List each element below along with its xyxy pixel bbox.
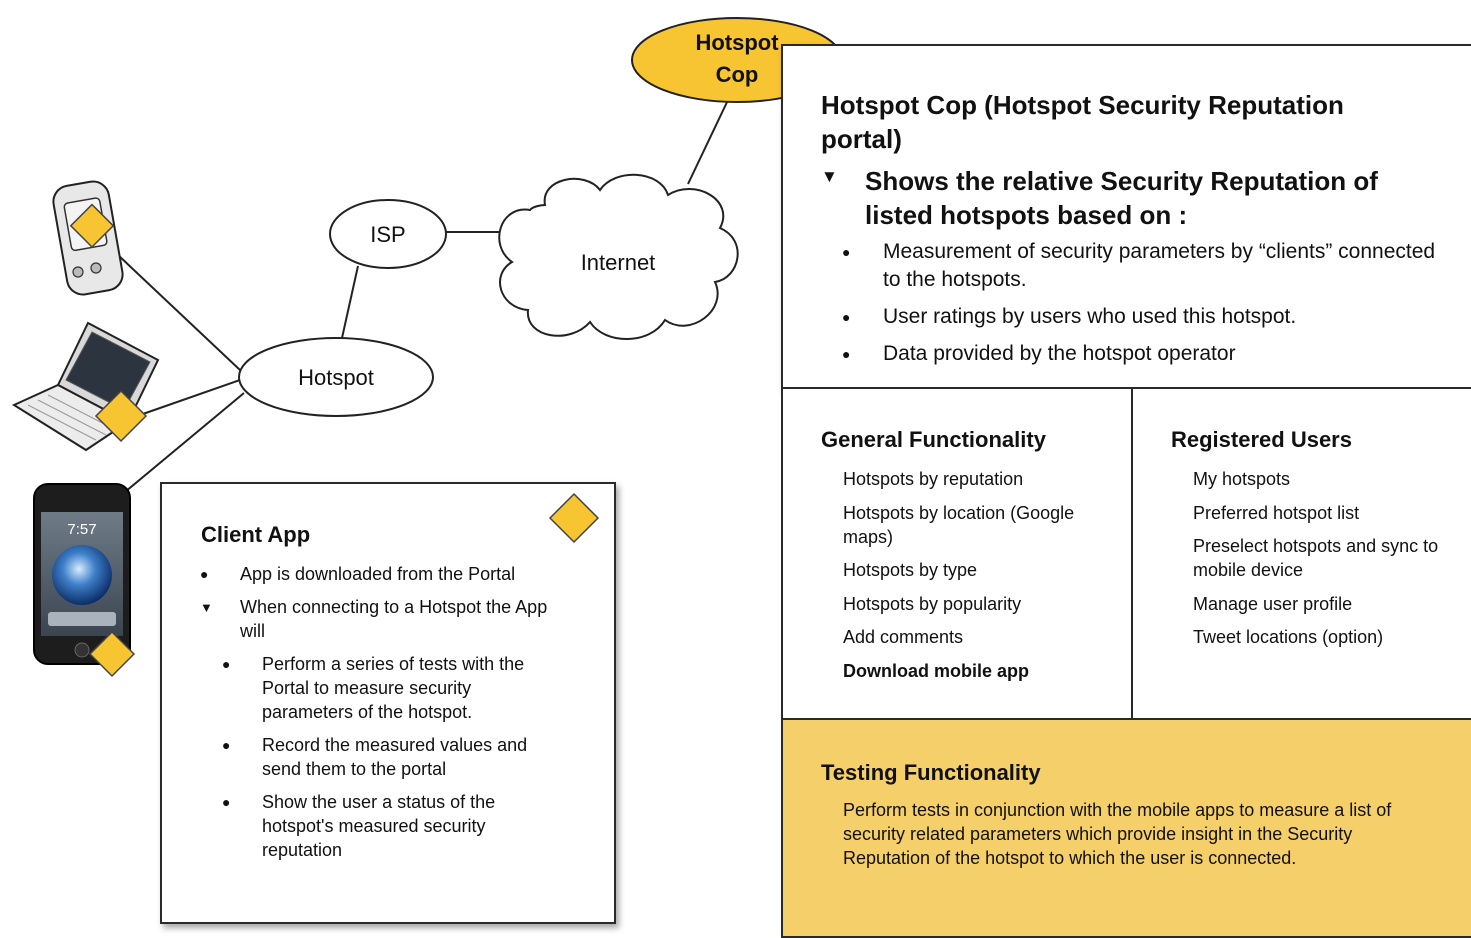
iphone-clock: 7:57 bbox=[67, 521, 96, 538]
general-item-add-comments[interactable]: Add comments bbox=[843, 627, 964, 647]
portal-bullet: Data provided by the hotspot operator bbox=[842, 340, 1443, 368]
registered-item-preferred-list[interactable]: Preferred hotspot list bbox=[1193, 502, 1360, 523]
handheld-device-icon bbox=[52, 180, 124, 296]
registered-item-preselect-sync[interactable]: Preselect hotspots and sync to mobile de… bbox=[1193, 536, 1439, 580]
portal-bullet: Measurement of security parameters by “c… bbox=[842, 238, 1443, 294]
general-item-reputation[interactable]: Hotspots by reputation bbox=[843, 469, 1024, 489]
link-internet-hotspotcop bbox=[687, 99, 729, 185]
general-item-location[interactable]: Hotspots by location (Google maps) bbox=[843, 502, 1075, 547]
hotspot-cop-label-2: Cop bbox=[716, 62, 759, 87]
registered-item-tweet-locations[interactable]: Tweet locations (option) bbox=[1193, 627, 1384, 647]
client-app-diamond-icon bbox=[548, 492, 600, 544]
hotspot-label: Hotspot bbox=[298, 365, 374, 390]
registered-item-my-hotspots[interactable]: My hotspots bbox=[1193, 469, 1291, 489]
client-app-title: Client App bbox=[201, 522, 311, 547]
portal-title: Hotspot Cop (Hotspot Security Reputation… bbox=[821, 90, 1344, 154]
link-handheld-hotspot bbox=[117, 254, 241, 371]
general-item-type[interactable]: Hotspots by type bbox=[843, 560, 978, 580]
internet-label: Internet bbox=[581, 250, 656, 275]
registered-users-panel: Registered Users My hotspots Preferred h… bbox=[1131, 387, 1471, 720]
hotspot-cop-label-1: Hotspot bbox=[695, 30, 779, 55]
portal-description-panel: Hotspot Cop (Hotspot Security Reputation… bbox=[781, 44, 1471, 389]
general-item-popularity[interactable]: Hotspots by popularity bbox=[843, 593, 1022, 614]
internet-cloud: Internet bbox=[498, 173, 739, 340]
link-laptop-hotspot bbox=[139, 379, 241, 416]
testing-functionality-panel: Testing Functionality Perform tests in c… bbox=[781, 718, 1471, 938]
client-item-download-text: App is downloaded from the Portal bbox=[240, 564, 516, 584]
isp-node: ISP bbox=[329, 199, 447, 269]
registered-item-manage-profile[interactable]: Manage user profile bbox=[1193, 593, 1353, 614]
portal-bullet: User ratings by users who used this hots… bbox=[842, 303, 1443, 331]
testing-functionality-title: Testing Functionality bbox=[821, 760, 1041, 785]
iphone-icon: 7:57 bbox=[33, 483, 136, 678]
isp-label: ISP bbox=[370, 222, 405, 247]
client-item-download: App is downloaded from the Portal bbox=[200, 562, 560, 586]
portal-subtitle: Shows the relative Security Reputation o… bbox=[821, 160, 1425, 232]
client-subitem-status: Show the user a status of the hotspot's … bbox=[222, 790, 552, 862]
client-app-list: App is downloaded from the Portal When c… bbox=[200, 562, 560, 871]
general-functionality-title: General Functionality bbox=[821, 427, 1046, 452]
client-subitem-list: Perform a series of tests with the Porta… bbox=[222, 652, 552, 862]
link-hotspot-isp bbox=[341, 265, 359, 339]
hotspot-node: Hotspot bbox=[238, 337, 434, 417]
general-functionality-panel: General Functionality Hotspots by reputa… bbox=[781, 387, 1133, 720]
registered-users-list: My hotspots Preferred hotspot list Prese… bbox=[1193, 467, 1453, 659]
client-item-connecting-text: When connecting to a Hotspot the App wil… bbox=[240, 597, 548, 641]
registered-users-title: Registered Users bbox=[1171, 427, 1352, 452]
general-item-download-app[interactable]: Download mobile app bbox=[843, 660, 1030, 681]
client-app-panel: Client App App is downloaded from the Po… bbox=[160, 482, 616, 924]
testing-functionality-description: Perform tests in conjunction with the mo… bbox=[843, 800, 1392, 868]
general-functionality-list: Hotspots by reputation Hotspots by locat… bbox=[843, 467, 1103, 692]
laptop-icon bbox=[11, 321, 160, 452]
link-iphone-hotspot bbox=[124, 392, 245, 493]
portal-bullet-list: Measurement of security parameters by “c… bbox=[842, 238, 1443, 377]
client-item-connecting: When connecting to a Hotspot the App wil… bbox=[200, 595, 560, 862]
client-subitem-record: Record the measured values and send them… bbox=[222, 733, 552, 781]
connection-lines bbox=[117, 99, 729, 493]
client-subitem-tests: Perform a series of tests with the Porta… bbox=[222, 652, 552, 724]
hotspot-cop-node: Hotspot Cop bbox=[631, 17, 843, 103]
